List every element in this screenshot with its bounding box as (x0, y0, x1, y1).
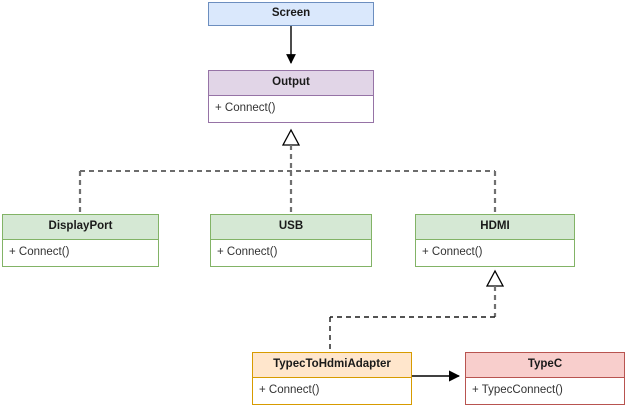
class-title-typec-to-hdmi-adapter: TypecToHdmiAdapter (253, 353, 411, 378)
hollow-triangle-icon (485, 269, 505, 287)
class-title-hdmi: HDMI (416, 215, 574, 240)
class-node-output[interactable]: Output + Connect() (208, 70, 374, 123)
class-node-displayport[interactable]: DisplayPort + Connect() (2, 214, 159, 267)
class-title-screen: Screen (209, 3, 373, 25)
class-method-output-connect: + Connect() (209, 96, 373, 122)
hollow-triangle-icon (281, 128, 301, 146)
class-title-typec: TypeC (466, 353, 624, 378)
class-title-usb: USB (211, 215, 371, 240)
edge-adapter-to-hdmi (329, 269, 505, 352)
class-node-usb[interactable]: USB + Connect() (210, 214, 372, 267)
class-method-displayport-connect: + Connect() (3, 240, 158, 266)
class-title-output: Output (209, 71, 373, 96)
class-method-typec-connect: + TypecConnect() (466, 378, 624, 404)
class-node-typec[interactable]: TypeC + TypecConnect() (465, 352, 625, 405)
class-node-hdmi[interactable]: HDMI + Connect() (415, 214, 575, 267)
class-node-typec-to-hdmi-adapter[interactable]: TypecToHdmiAdapter + Connect() (252, 352, 412, 405)
class-method-adapter-connect: + Connect() (253, 378, 411, 404)
class-node-screen[interactable]: Screen (208, 2, 374, 26)
class-title-displayport: DisplayPort (3, 215, 158, 240)
edge-subtypes-to-output (78, 128, 497, 214)
class-method-usb-connect: + Connect() (211, 240, 371, 266)
class-method-hdmi-connect: + Connect() (416, 240, 574, 266)
